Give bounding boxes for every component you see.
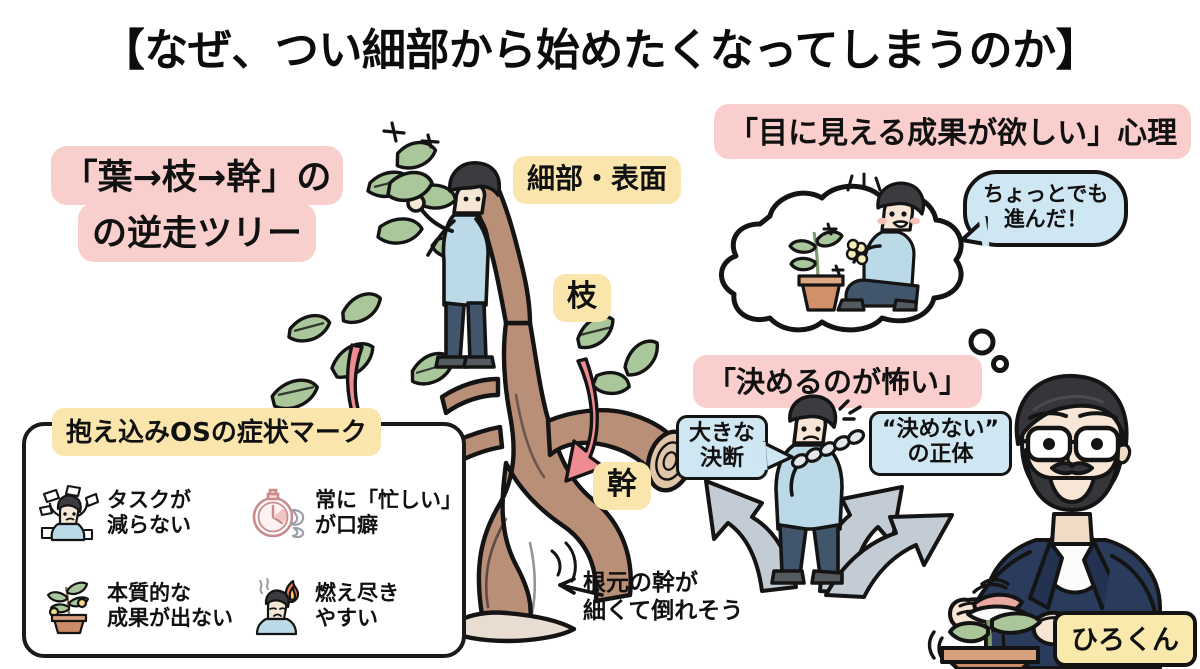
psychology-headline: 「目に見える成果が欲しい」心理 bbox=[714, 104, 1192, 159]
not-deciding-line-2: の正体 bbox=[907, 441, 974, 467]
kneeling-person-plant-illustration bbox=[788, 172, 926, 312]
burnout-person-flame-icon bbox=[246, 575, 308, 637]
stressed-person-papers-icon bbox=[38, 482, 100, 544]
reverse-tree-headline: 「葉→枝→幹」の の逆走ツリー bbox=[42, 146, 352, 262]
motion-lines bbox=[927, 577, 1010, 660]
label-trunk: 幹 bbox=[593, 462, 651, 511]
stopwatch-icon bbox=[246, 482, 308, 544]
progress-speech-bubble: ちょっとでも 進んだ！ bbox=[963, 170, 1129, 247]
speech-bubble-tail bbox=[960, 216, 990, 247]
bubble-line-2: 進んだ！ bbox=[1003, 206, 1088, 231]
not-deciding-line-1: “決めない” bbox=[882, 417, 999, 442]
not-deciding-text: “決めない” の正体 bbox=[869, 411, 1012, 477]
nameplate: ひろくん bbox=[1053, 611, 1197, 667]
trunk-note-line-1: 根元の幹が bbox=[583, 570, 698, 596]
headline-line-1: 「葉→枝→幹」の bbox=[50, 146, 344, 205]
big-decision-text: 大きな 決断 bbox=[676, 415, 769, 481]
symptom-card: タスクが 減らない bbox=[22, 422, 466, 658]
headline-line-2: の逆走ツリー bbox=[77, 203, 316, 262]
label-branch: 枝 bbox=[553, 274, 611, 323]
trunk-note-line-2: 細くて倒れそう bbox=[583, 597, 744, 624]
big-decision-box: 大きな 決断 bbox=[676, 415, 794, 481]
symptom-card-title: 抱え込みOSの症状マーク bbox=[52, 408, 381, 456]
fear-headline: 「決めるのが怖い」 bbox=[693, 355, 983, 408]
sparkle-icon bbox=[822, 172, 882, 276]
symptom-line-2: が口癖 bbox=[315, 512, 378, 537]
sparkle-icon bbox=[382, 121, 440, 149]
symptom-item: 常に「忙しい」 が口癖 bbox=[234, 482, 462, 544]
symptom-line-2: やすい bbox=[315, 605, 378, 630]
big-decision-line-1: 大きな bbox=[689, 421, 756, 446]
symptom-line-1: 常に「忙しい」 bbox=[315, 488, 462, 513]
symptom-item: 燃え尽き やすい bbox=[234, 575, 462, 637]
symptom-line-2: 成果が出ない bbox=[107, 605, 233, 630]
not-deciding-identity-box: “決めない” の正体 bbox=[869, 411, 1012, 477]
big-decision-line-2: 決断 bbox=[700, 445, 745, 471]
symptom-text: 常に「忙しい」 が口癖 bbox=[315, 488, 462, 537]
crossroads-indecision-illustration bbox=[704, 394, 954, 599]
symptom-line-1: 燃え尽き bbox=[315, 581, 399, 606]
trunk-weak-annotation: 根元の幹が 細くて倒れそう bbox=[583, 570, 743, 625]
potted-plant-icon bbox=[38, 575, 100, 637]
label-detail-surface: 細部・表面 bbox=[513, 156, 682, 205]
wobble-lines bbox=[550, 541, 577, 583]
person-polishing-leaf-illustration bbox=[386, 161, 501, 369]
thought-cloud-illustration bbox=[719, 172, 1009, 373]
symptom-line-1: 本質的な bbox=[107, 581, 191, 606]
symptom-text: タスクが 減らない bbox=[107, 488, 191, 537]
symptom-text: 本質的な 成果が出ない bbox=[107, 581, 233, 630]
big-decision-tail bbox=[758, 441, 794, 471]
trunk-base-pointer-arrow bbox=[558, 577, 604, 597]
symptom-item: 本質的な 成果が出ない bbox=[26, 575, 234, 637]
symptom-text: 燃え尽き やすい bbox=[315, 581, 399, 630]
symptom-item: タスクが 減らない bbox=[26, 482, 234, 544]
symptom-line-1: タスクが bbox=[107, 488, 191, 513]
page-title: 【なぜ、つい細部から始めたくなってしまうのか】 bbox=[100, 25, 1100, 76]
bubble-line-1: ちょっとでも bbox=[983, 182, 1109, 206]
symptom-line-2: 減らない bbox=[107, 512, 191, 537]
